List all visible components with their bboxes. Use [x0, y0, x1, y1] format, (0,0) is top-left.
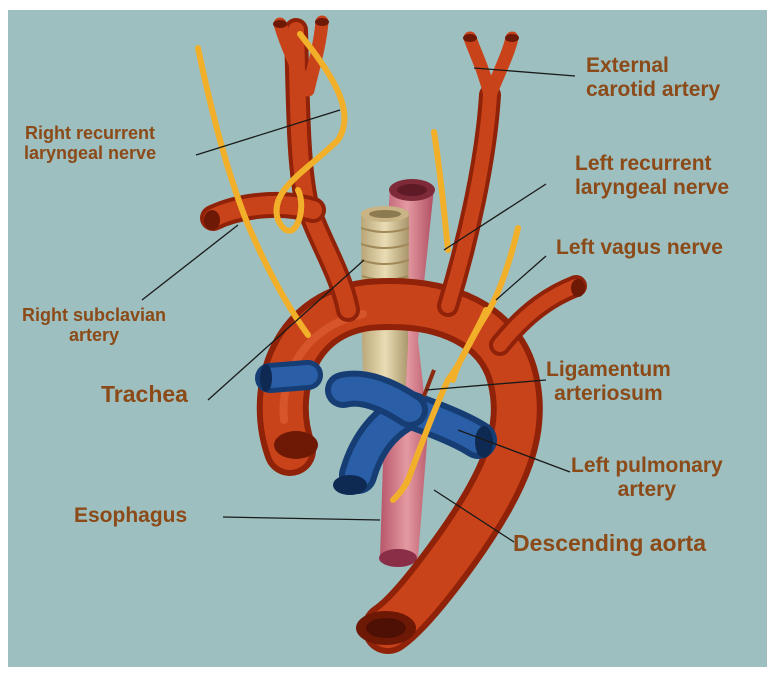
descending-aorta-label: Descending aorta	[513, 531, 706, 557]
trachea-label: Trachea	[101, 382, 188, 408]
right-subclavian-artery-label: Right subclavian artery	[22, 305, 166, 345]
right-subclavian-label-line-1: Right subclavian	[22, 305, 166, 325]
left-pulmonary-label-line-1: Left pulmonary	[571, 454, 723, 478]
left-recurrent-label-line-2: laryngeal nerve	[575, 176, 729, 200]
left-pulmonary-label-line-2: artery	[571, 478, 723, 502]
external-carotid-artery-label: External carotid artery	[586, 54, 720, 101]
right-subclavian-label-line-2: artery	[22, 325, 166, 345]
ligamentum-shape	[424, 370, 434, 396]
ligamentum-arteriosum-label: Ligamentum arteriosum	[546, 358, 671, 405]
ligamentum-label-line-2: arteriosum	[546, 382, 671, 406]
diagram-frame: External carotid artery Right recurrent …	[8, 10, 767, 667]
left-recurrent-laryngeal-nerve-label: Left recurrent laryngeal nerve	[575, 152, 729, 199]
right-recurrent-laryngeal-nerve-label: Right recurrent laryngeal nerve	[24, 123, 156, 163]
esophagus-label: Esophagus	[74, 504, 187, 528]
right-recurrent-label-line-2: laryngeal nerve	[24, 143, 156, 163]
ligamentum-label-line-1: Ligamentum	[546, 358, 671, 382]
left-pulmonary-artery-label: Left pulmonary artery	[571, 454, 723, 501]
external-carotid-label-line-1: External	[586, 54, 720, 78]
right-recurrent-label-line-1: Right recurrent	[24, 123, 156, 143]
external-carotid-label-line-2: carotid artery	[586, 78, 720, 102]
left-vagus-nerve-label: Left vagus nerve	[556, 236, 723, 260]
left-recurrent-label-line-1: Left recurrent	[575, 152, 729, 176]
